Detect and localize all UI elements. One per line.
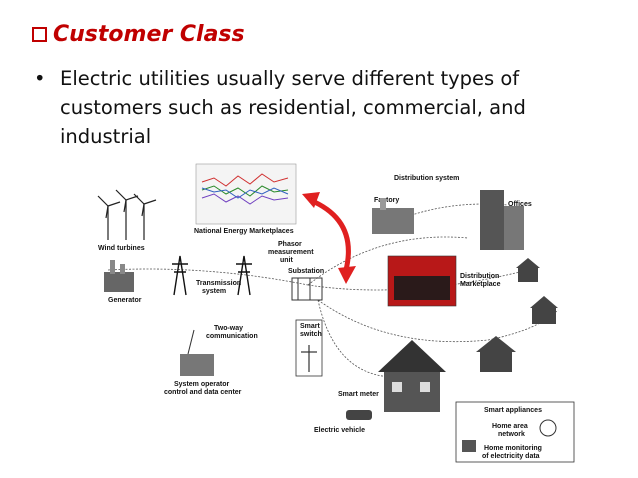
label-wind-turbines: Wind turbines [98,245,145,252]
houses-icon [476,258,558,372]
transmission-towers-icon [172,255,252,296]
label-offices: Offices [508,201,532,208]
label-switch: switch [300,331,322,338]
label-control-data-center: control and data center [164,389,242,396]
label-of-electricity-data: of electricity data [482,453,540,460]
distribution-marketplace-image [387,255,457,307]
label-home-area: Home area [492,423,528,430]
label-marketplace: Marketplace [460,281,501,288]
label-unit: unit [280,257,293,264]
label-distribution-system: Distribution system [394,175,459,182]
label-communication: communication [206,333,258,340]
control-center-icon [180,329,214,376]
bullet-item: • Electric utilities usually serve diffe… [34,64,614,151]
bullet-dot-icon: • [34,67,46,90]
smart-grid-diagram: National Energy Marketplaces Wind turbin… [88,160,580,468]
label-network: network [498,431,525,438]
label-system-operator: System operator [174,381,230,388]
home-area-network-inset [455,401,575,463]
label-distribution: Distribution [460,273,499,280]
label-substation: Substation [288,268,324,275]
substation-icon [291,277,323,301]
offices-icon [480,190,524,250]
label-two-way: Two-way [214,325,243,332]
heading-text: Customer Class [53,22,245,47]
double-arrow-icon [302,192,356,284]
label-system: system [202,288,226,295]
smart-grid-illustration: National Energy Marketplaces Wind turbin… [97,163,575,463]
checkbox-bullet-icon [32,27,47,42]
generator-icon [104,260,134,292]
factory-icon [372,198,414,234]
electric-vehicle-icon [346,410,372,420]
label-measurement: measurement [268,249,314,256]
slide-heading: Customer Class [32,22,245,47]
label-phasor: Phasor [278,241,302,248]
market-chart-image [195,163,297,225]
wind-turbines-icon [97,189,157,240]
label-electric-vehicle: Electric vehicle [314,427,365,434]
smart-house-icon [378,340,446,412]
label-home-monitoring: Home monitoring [484,445,542,452]
label-transmission: Transmission [196,280,241,287]
bullet-text: Electric utilities usually serve differe… [60,67,526,148]
label-generator: Generator [108,297,142,304]
smart-switch-icon [295,319,323,377]
label-national-energy-marketplaces: National Energy Marketplaces [194,228,294,235]
label-smart: Smart [300,323,321,330]
label-factory: Factory [374,197,399,204]
label-smart-meter: Smart meter [338,391,379,398]
label-smart-appliances: Smart appliances [484,407,542,414]
